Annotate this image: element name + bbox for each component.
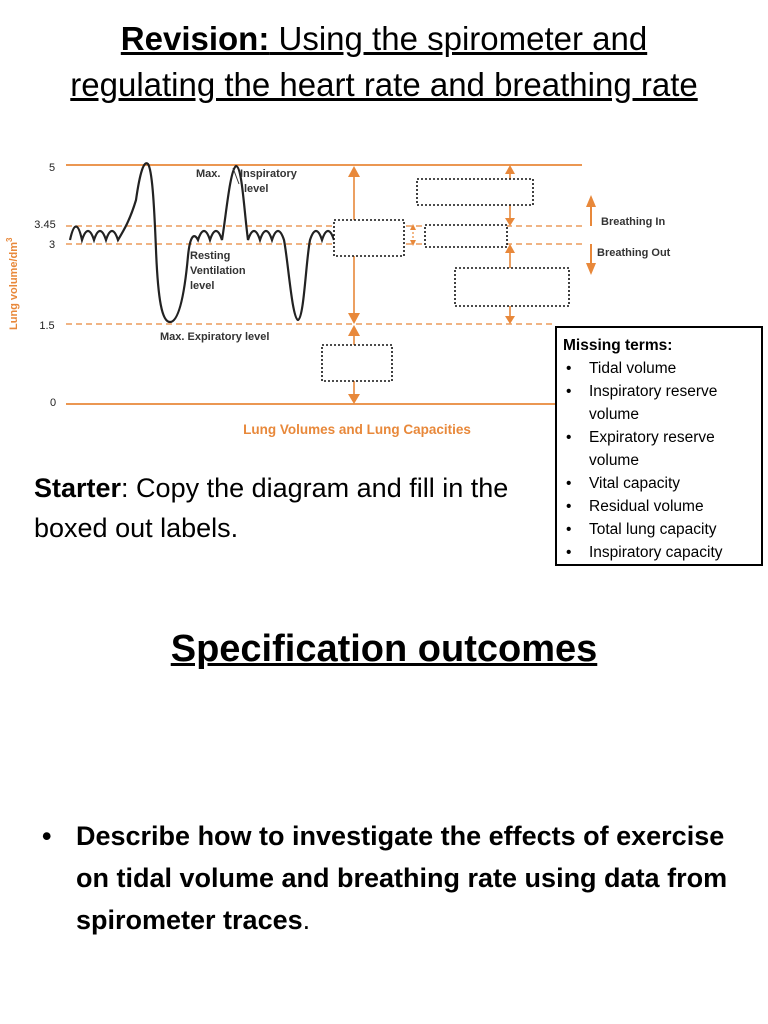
y-tick-3-45: 3.45 — [34, 219, 55, 231]
missing-term-item: Tidal volume — [563, 357, 755, 380]
arrowhead-up-5 — [505, 244, 515, 253]
missing-term-item: Expiratory reserve volume — [563, 426, 755, 472]
label-level-b: level — [190, 280, 214, 292]
missing-term-item: Total lung capacity — [563, 518, 755, 541]
outcome-item: • Describe how to investigate the effect… — [40, 815, 730, 941]
y-tick-1-5: 1.5 — [39, 320, 54, 332]
blank-box-2 — [333, 219, 405, 257]
spirometer-diagram: Lung volume/dm3 5 3.45 3 1.5 0 Max. Insp… — [5, 162, 671, 437]
missing-term-item: Inspiratory capacity — [563, 541, 755, 564]
label-inspiratory: Inspiratory — [240, 168, 298, 180]
missing-term-item: Residual volume — [563, 495, 755, 518]
blank-box-5 — [321, 344, 393, 382]
title-rest: Using the spirometer and — [269, 20, 648, 57]
arrowhead-down-3 — [410, 240, 416, 246]
arrowhead-down-4 — [505, 218, 515, 226]
page-title: Revision: Using the spirometer and regul… — [0, 16, 768, 108]
arrowhead-down-5 — [505, 316, 515, 324]
spirometer-trace — [68, 162, 336, 324]
arrowhead-down-1 — [348, 313, 360, 324]
blank-box-4 — [454, 267, 570, 307]
outcome-end: . — [302, 905, 311, 935]
arrowhead-down-2 — [348, 394, 360, 404]
arrowhead-up-4 — [505, 165, 515, 174]
arrowhead-breathing-out — [586, 263, 596, 275]
outcome-bullet: • — [42, 821, 52, 851]
title-line2: regulating the heart rate and breathing … — [70, 66, 698, 103]
arrowhead-up-1 — [348, 166, 360, 177]
arrowhead-up-2 — [348, 325, 360, 336]
label-ventilation: Ventilation — [190, 265, 246, 277]
title-bold: Revision: — [120, 20, 270, 57]
missing-terms-list: Tidal volume Inspiratory reserve volume … — [563, 357, 755, 564]
label-max: Max. — [196, 168, 220, 180]
blank-box-3 — [424, 224, 508, 248]
x-axis-caption: Lung Volumes and Lung Capacities — [243, 422, 471, 437]
missing-terms-box: Missing terms: Tidal volume Inspiratory … — [555, 326, 763, 566]
missing-term-item: Inspiratory reserve volume — [563, 380, 755, 426]
y-axis-label: Lung volume/dm3 — [5, 237, 20, 330]
specification-heading: Specification outcomes — [170, 628, 598, 670]
missing-terms-title: Missing terms: — [563, 337, 673, 354]
label-resting: Resting — [190, 250, 230, 262]
y-tick-5: 5 — [49, 162, 55, 174]
blank-box-1 — [416, 178, 534, 206]
outcome-text: Describe how to investigate the effects … — [76, 821, 728, 935]
missing-term-item: Vital capacity — [563, 472, 755, 495]
starter-label: Starter — [34, 473, 122, 503]
arrowhead-breathing-in — [586, 195, 596, 207]
starter-instruction: Starter: Copy the diagram and fill in th… — [34, 468, 544, 548]
label-breathing-in: Breathing In — [601, 216, 665, 228]
starter-text: : Copy the diagram and fill in the boxed… — [34, 473, 509, 543]
arrowhead-up-3 — [410, 224, 416, 230]
label-level-a: level — [244, 183, 268, 195]
label-breathing-out: Breathing Out — [597, 247, 671, 259]
max-pointer-line — [232, 167, 240, 185]
y-tick-3: 3 — [49, 239, 55, 251]
outcome-text-wrap: Describe how to investigate the effects … — [40, 815, 730, 941]
label-max-expiratory: Max. Expiratory level — [160, 331, 269, 343]
y-tick-0: 0 — [50, 397, 56, 409]
